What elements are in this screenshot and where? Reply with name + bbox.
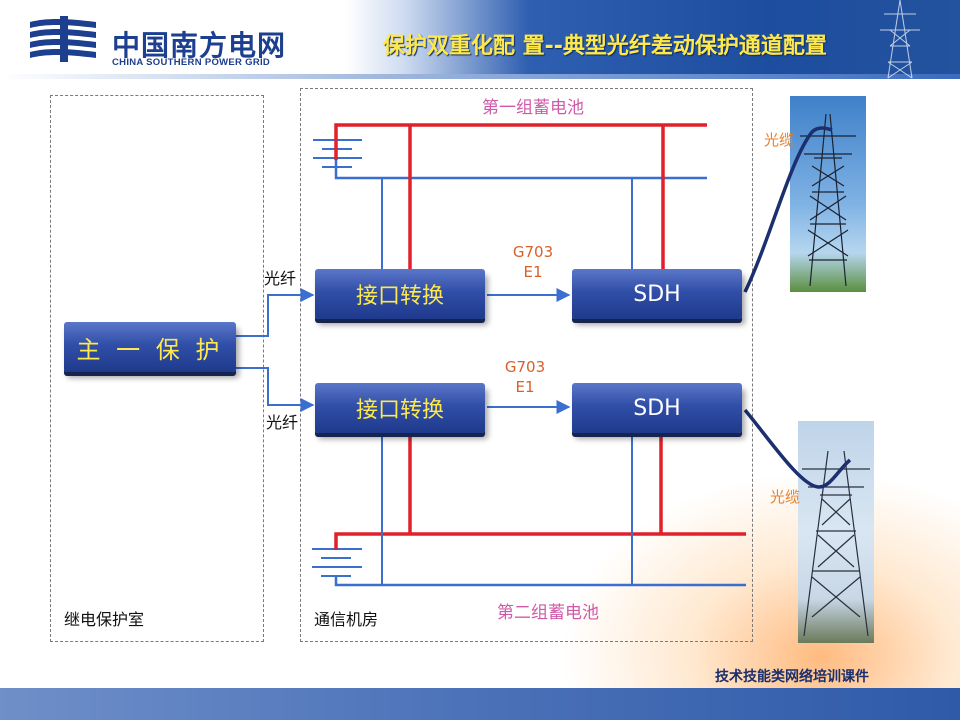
link-2-protocol-line2: E1 xyxy=(497,377,553,397)
battery-1-positive-bus xyxy=(336,125,707,160)
optical-cable-2 xyxy=(745,410,850,487)
optical-cable-1 xyxy=(745,128,832,292)
optical-cable-label-2: 光缆 xyxy=(770,486,800,507)
fiber-link-2 xyxy=(236,368,313,405)
interface-converter-2-box[interactable]: 接口转换 xyxy=(315,383,485,433)
link-2-protocol-label: G703 E1 xyxy=(497,357,553,397)
fiber-link-1 xyxy=(236,295,313,336)
battery-2-positive-bus xyxy=(336,534,746,550)
battery-1-negative-bus xyxy=(336,160,707,178)
link-2-protocol-line1: G703 xyxy=(497,357,553,377)
battery-group-1-label: 第一组蓄电池 xyxy=(482,93,584,118)
link-1-protocol-label: G703 E1 xyxy=(505,242,561,282)
fiber-label-1: 光纤 xyxy=(264,265,296,289)
sdh-1-box[interactable]: SDH xyxy=(572,269,742,319)
interface-converter-1-box[interactable]: 接口转换 xyxy=(315,269,485,319)
sdh-2-box[interactable]: SDH xyxy=(572,383,742,433)
optical-cable-label-1: 光缆 xyxy=(764,129,794,150)
battery-2-negative-bus xyxy=(336,575,746,585)
battery-group-2-label: 第二组蓄电池 xyxy=(497,598,599,623)
main-protection-box[interactable]: 主 一 保 护 xyxy=(64,322,236,372)
battery-2-icon xyxy=(312,549,362,576)
link-1-protocol-line2: E1 xyxy=(505,262,561,282)
link-1-protocol-line1: G703 xyxy=(505,242,561,262)
fiber-label-2: 光纤 xyxy=(266,409,298,433)
